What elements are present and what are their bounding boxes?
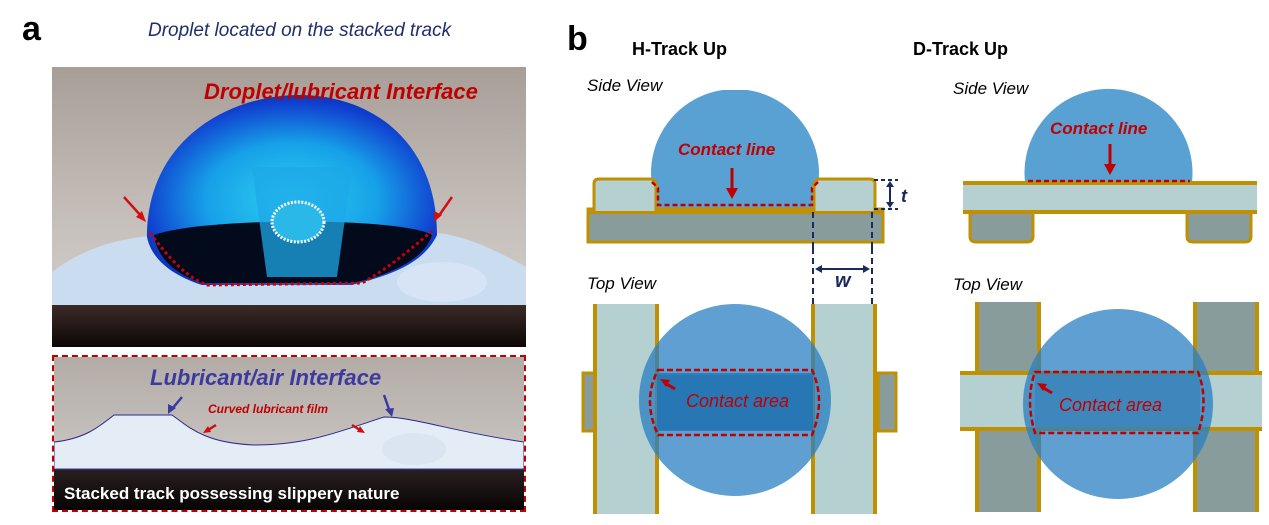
- d-track-top-view: [960, 302, 1262, 512]
- film-arrow-left-icon: [203, 423, 217, 433]
- h-track-side-view: [586, 90, 898, 250]
- h-side-base-layer: [586, 207, 885, 244]
- d-side-view-label: Side View: [953, 79, 1029, 98]
- contact-arrow-left-icon: [123, 196, 146, 222]
- d-top-view-label: Top View: [953, 275, 1022, 294]
- contact-arrow-right-icon: [434, 196, 454, 222]
- h-track-title: H-Track Up: [632, 39, 728, 59]
- lubricant-photo-image: [54, 357, 524, 510]
- width-label: w: [835, 270, 851, 292]
- d-top-contact-area: [1028, 370, 1205, 435]
- droplet-lubricant-interface-label: Droplet/lubricant Interface: [204, 79, 478, 104]
- interface-arrow-right-icon: [382, 394, 394, 417]
- h-side-droplet: [651, 90, 819, 208]
- d-top-contact-area-label: Contact area: [1059, 395, 1163, 415]
- panel-b-label: b: [567, 20, 588, 58]
- d-track-side-view: [963, 88, 1257, 244]
- h-top-view-label: Top View: [587, 274, 656, 293]
- droplet-photo-image: [52, 67, 526, 347]
- droplet-photo: Droplet/lubricant Interface: [52, 67, 526, 347]
- d-top-droplet: [1023, 309, 1213, 499]
- d-side-right-support: [1185, 214, 1253, 244]
- h-top-contact-arrow-icon: [660, 379, 676, 391]
- lubricant-air-interface-label: Lubricant/air Interface: [150, 365, 382, 390]
- d-side-droplet: [1024, 88, 1193, 182]
- h-side-contact-line-label: Contact line: [678, 140, 776, 159]
- stacked-track-caption: Stacked track possessing slippery nature: [64, 484, 400, 503]
- h-side-right-track: [812, 177, 877, 211]
- h-track-top-view: [581, 304, 898, 514]
- h-side-left-track: [592, 177, 658, 211]
- h-side-view-label: Side View: [587, 76, 663, 95]
- h-top-droplet: [639, 304, 831, 496]
- d-side-contact-line-label: Contact line: [1050, 119, 1148, 138]
- h-top-contact-area-label: Contact area: [686, 391, 790, 411]
- panel-a-label: a: [22, 10, 41, 48]
- d-side-contact-arrow-icon: [1104, 144, 1116, 175]
- d-side-left-support: [968, 214, 1035, 244]
- h-side-contact-arrow-icon: [726, 168, 738, 199]
- h-top-contact-area: [648, 368, 821, 437]
- thickness-dimension: [874, 179, 898, 210]
- d-side-top-track: [963, 183, 1257, 212]
- curved-lubricant-film-label: Curved lubricant film: [208, 402, 329, 416]
- lubricant-photo: Lubricant/air Interface Curved lubricant…: [52, 355, 526, 512]
- film-arrow-right-icon: [351, 423, 365, 433]
- d-top-contact-arrow-icon: [1037, 383, 1053, 395]
- thickness-label: t: [901, 186, 907, 206]
- d-track-title: D-Track Up: [913, 39, 1009, 59]
- interface-arrow-left-icon: [168, 396, 183, 414]
- panel-a-caption: Droplet located on the stacked track: [148, 20, 452, 41]
